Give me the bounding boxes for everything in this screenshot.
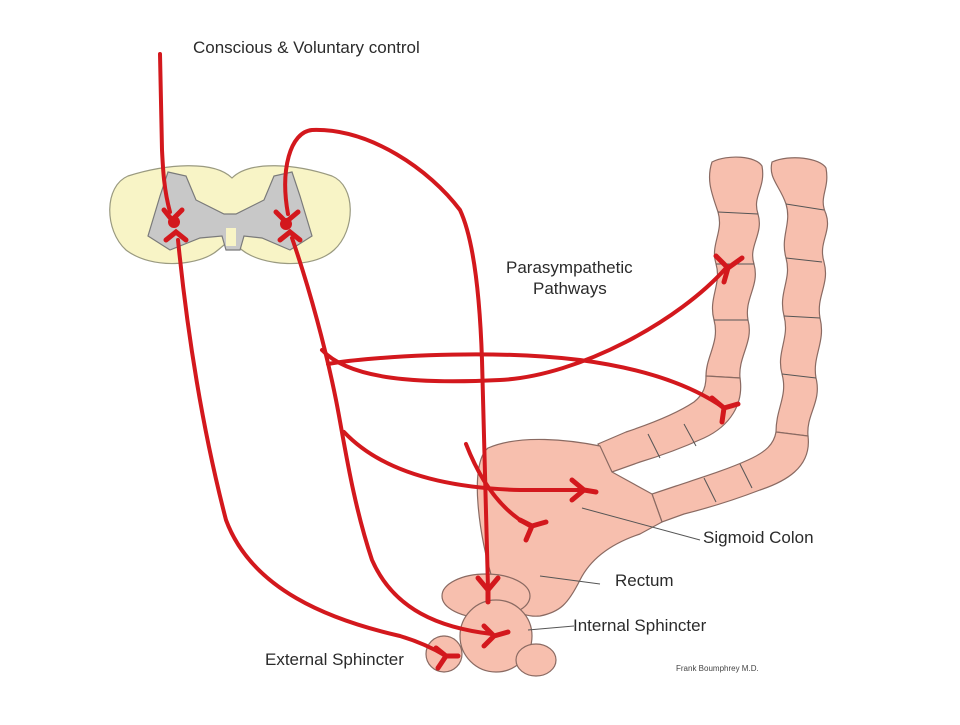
cortical-to-internal-sphincter-fiber <box>283 127 490 590</box>
leader-internal-sphincter <box>527 625 575 631</box>
spinal-cord-section <box>109 165 351 265</box>
descending-colon <box>770 157 828 437</box>
ending-sigmoid <box>569 477 599 503</box>
ending-rectum <box>517 517 549 543</box>
ending-internal-sphincter <box>481 623 511 649</box>
label-parasympathetic-line2: Pathways <box>533 279 607 298</box>
sigmoid-loop-lower <box>651 431 809 523</box>
author-credit: Frank Boumphrey M.D. <box>676 664 759 673</box>
ending-external-sphincter <box>433 645 461 671</box>
nerve-pathways <box>158 52 745 671</box>
branch-to-mid-colon <box>326 352 726 410</box>
label-sigmoid-colon: Sigmoid Colon <box>703 528 814 547</box>
left-motor-fiber-to-external-sphincter <box>176 238 448 658</box>
leader-rectum <box>539 575 601 585</box>
central-canal <box>226 228 236 246</box>
label-rectum: Rectum <box>615 571 674 590</box>
sphincter-lobe <box>515 643 557 677</box>
sigmoid-loop-upper <box>597 375 742 473</box>
rectum <box>476 438 663 617</box>
label-internal-sphincter: Internal Sphincter <box>573 616 707 635</box>
leader-sigmoid-colon <box>581 507 701 541</box>
descending-voluntary-fiber <box>158 52 172 214</box>
label-external-sphincter: External Sphincter <box>265 650 404 669</box>
label-parasympathetic-line1: Parasympathetic <box>506 258 633 277</box>
parasympathetic-trunk <box>290 236 494 636</box>
label-leaders <box>527 507 701 631</box>
branch-to-upper-colon <box>320 266 728 384</box>
ending-anal-canal <box>475 575 501 605</box>
inner-colon-column <box>705 156 764 379</box>
ending-cord-left <box>161 207 189 243</box>
ending-mid-colon <box>709 395 741 425</box>
label-conscious-voluntary-control: Conscious & Voluntary control <box>193 38 420 57</box>
ending-upper-colon <box>713 253 745 285</box>
ending-cord-right <box>273 209 303 243</box>
colon <box>425 156 828 677</box>
